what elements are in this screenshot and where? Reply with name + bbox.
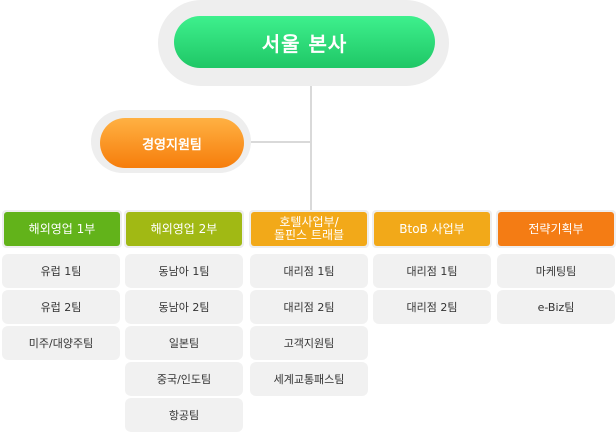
dept-btob-business: BtoB 사업부 [374,212,490,246]
team-europe-1: 유럽 1팀 [2,254,120,288]
team-btob-agency-1: 대리점 1팀 [373,254,491,288]
hq-node: 서울 본사 [174,16,435,68]
support-team-node: 경영지원팀 [100,118,244,168]
team-southeast-asia-1: 동남아 1팀 [125,254,243,288]
team-marketing: 마케팅팀 [497,254,615,288]
team-southeast-asia-2: 동남아 2팀 [125,290,243,324]
team-americas-oceania: 미주/대양주팀 [2,326,120,360]
dept-strategy-planning: 전략기획부 [498,212,614,246]
team-btob-agency-2: 대리점 2팀 [373,290,491,324]
team-agency-1: 대리점 1팀 [250,254,368,288]
connector-support [244,141,311,143]
dept-overseas-sales-2: 해외영업 2부 [126,212,242,246]
team-agency-2: 대리점 2팀 [250,290,368,324]
dept-hotel-business: 호텔사업부/ 돌핀스 트래블 [251,212,367,246]
team-world-transport-pass: 세계교통패스팀 [250,362,368,396]
connector-hq-vertical [310,86,312,210]
team-europe-2: 유럽 2팀 [2,290,120,324]
team-japan: 일본팀 [125,326,243,360]
team-aviation: 항공팀 [125,398,243,432]
team-customer-support: 고객지원팀 [250,326,368,360]
dept-overseas-sales-1: 해외영업 1부 [4,212,120,246]
team-china-india: 중국/인도팀 [125,362,243,396]
team-ebiz: e-Biz팀 [497,290,615,324]
